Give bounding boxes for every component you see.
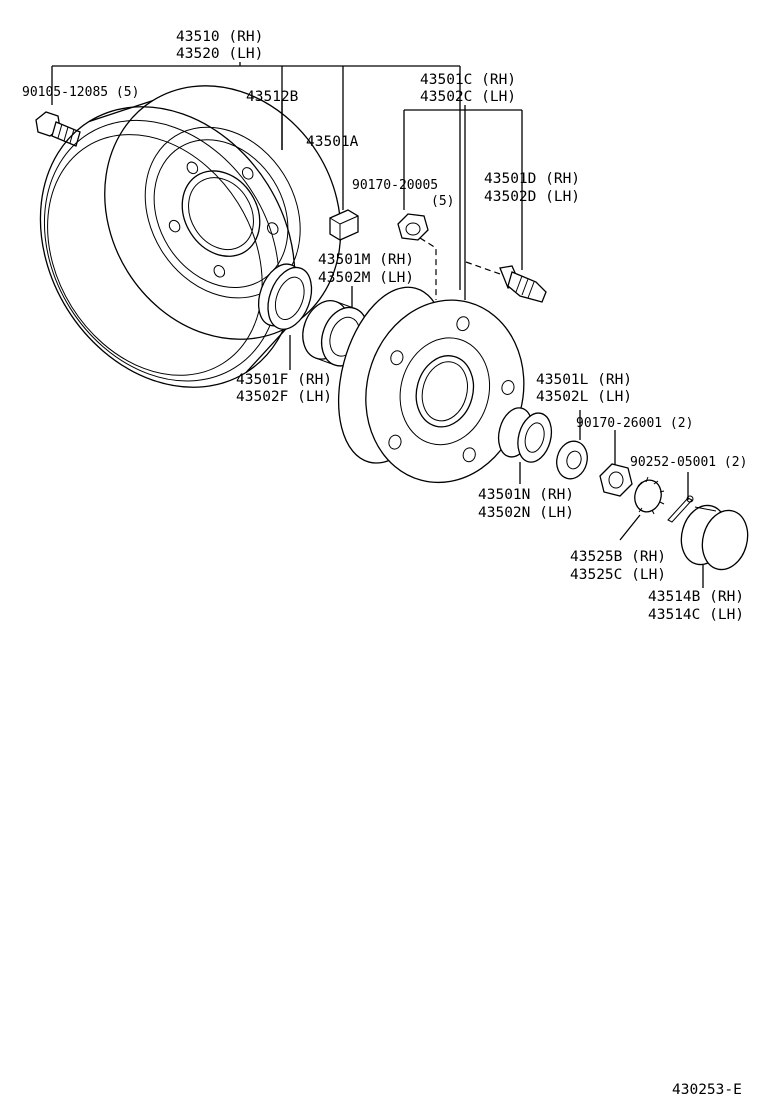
bearing-m-lh-label: 43502M (LH)	[318, 270, 414, 286]
spacer-label: 43501A	[306, 134, 359, 150]
nut-lock-cap-icon	[634, 476, 665, 515]
stud-lh-label: 43502D (LH)	[484, 189, 580, 205]
stud-nut-qty-label: (5)	[431, 194, 454, 209]
lock-cap-rh-label: 43525B (RH)	[570, 549, 666, 565]
outer-bearing-icon	[497, 407, 553, 463]
figure-code: 430253-E	[672, 1082, 742, 1098]
assy-rh-label: 43510 (RH)	[176, 29, 263, 45]
oil-seal-icon	[257, 263, 313, 330]
seal-f-lh-label: 43502F (LH)	[236, 389, 332, 405]
lock-cap-lh-label: 43525C (LH)	[570, 567, 666, 583]
thrust-washer-icon	[556, 440, 588, 480]
cotter-pin-icon	[667, 495, 694, 523]
wheel-nut-icon	[397, 213, 429, 241]
stud-rh-label: 43501D (RH)	[484, 171, 580, 187]
hub-rh-label: 43501C (RH)	[420, 72, 516, 88]
hub-bolt-label: 90105-12085 (5)	[22, 85, 139, 100]
hub-nut-label: 90170-26001 (2)	[576, 416, 693, 431]
cotter-pin-label: 90252-05001 (2)	[630, 455, 747, 470]
washer-l-rh-label: 43501L (RH)	[536, 372, 632, 388]
bearing-n-rh-label: 43501N (RH)	[478, 487, 574, 503]
grease-cap-icon	[680, 504, 749, 571]
part-labels: 43510 (RH) 43520 (LH) 90105-12085 (5) 43…	[22, 29, 747, 1098]
stud-nut-label: 90170-20005	[352, 178, 438, 193]
bearing-m-rh-label: 43501M (RH)	[318, 252, 414, 268]
grease-cap-lh-label: 43514C (LH)	[648, 607, 744, 623]
hub-lh-label: 43502C (LH)	[420, 89, 516, 105]
axle-hub-icon	[337, 286, 525, 484]
hub-bolt-icon	[35, 111, 81, 147]
hub-nut-icon	[599, 463, 633, 497]
washer-l-lh-label: 43502L (LH)	[536, 389, 632, 405]
spacer-block-icon	[329, 209, 359, 241]
drum-label: 43512B	[246, 89, 299, 105]
assy-lh-label: 43520 (LH)	[176, 46, 263, 62]
brake-drum-icon	[39, 85, 342, 388]
grease-cap-rh-label: 43514B (RH)	[648, 589, 744, 605]
seal-f-rh-label: 43501F (RH)	[236, 372, 332, 388]
hub-stud-icon	[499, 265, 547, 303]
leader-lines	[51, 62, 704, 588]
bearing-n-lh-label: 43502N (LH)	[478, 505, 574, 521]
